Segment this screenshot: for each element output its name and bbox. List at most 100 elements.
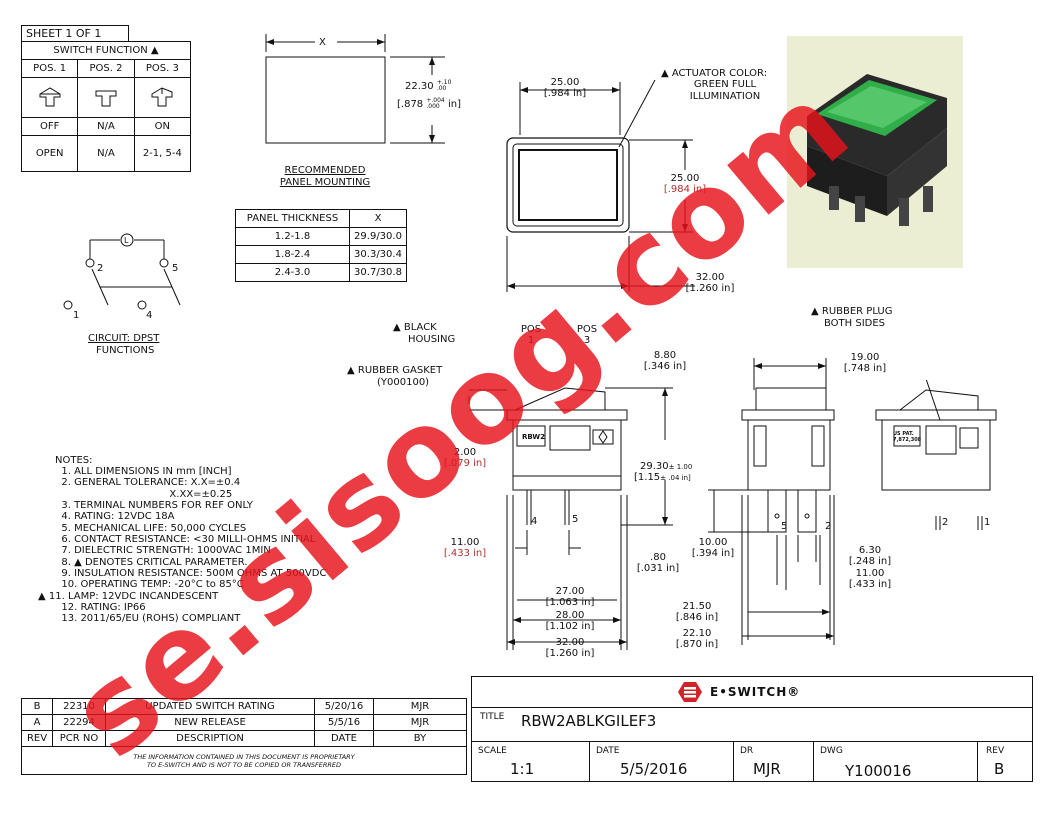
pos1-circuit: OPEN	[20, 135, 79, 172]
note-line: 1. ALL DIMENSIONS IN mm [INCH]	[55, 466, 232, 477]
circuit-t1: 1	[73, 310, 80, 321]
circuit-caption-2: FUNCTIONS	[96, 345, 155, 356]
rubber-gasket-note: ▲ RUBBER GASKET	[347, 365, 443, 376]
dim-11-00: 11.00	[450, 537, 480, 548]
actuator-note-2: GREEN FULL	[693, 79, 757, 90]
dwg-label: DWG	[820, 746, 843, 756]
dim-11-00-end-in: [.433 in]	[848, 579, 892, 590]
rev-header: REV	[21, 730, 53, 747]
note-line: 7. DIELECTRIC STRENGTH: 1000VAC 1MIN	[55, 545, 271, 556]
end-view-drawing	[708, 358, 835, 645]
scale-label: SCALE	[478, 746, 507, 756]
dim-11-00-end: 11.00	[855, 568, 885, 579]
end-term2: 2	[825, 521, 832, 532]
panel-height: 22.30 +.10.00	[405, 79, 452, 93]
rubber-plug-note-2: BOTH SIDES	[824, 318, 886, 329]
dim-11-00-in: [.433 in]	[443, 548, 487, 559]
panel-table-cell: 1.2-1.8	[235, 227, 350, 246]
note-line: 8. ▲ DENOTES CRITICAL PARAMETER.	[55, 557, 248, 568]
panel-table-header-x: X	[349, 209, 407, 228]
dwg-value: Y100016	[845, 762, 912, 780]
note-line: ▲ 11. LAMP: 12VDC INCANDESCENT	[38, 591, 219, 602]
title-block-brand-row	[471, 676, 1033, 708]
revision-table: B 22310 UPDATED SWITCH RATING 5/20/16 MJ…	[21, 698, 467, 775]
dim-28-00-in: [1.102 in]	[545, 621, 595, 632]
note-line: 6. CONTACT RESISTANCE: <30 MILLI-OHMS IN…	[55, 534, 316, 545]
rear-term2: 2	[942, 517, 949, 528]
circuit-t5: 5	[172, 263, 179, 274]
note-line: 4. RATING: 12VDC 18A	[55, 511, 175, 522]
panel-x-label: X	[319, 37, 326, 48]
rev-cell: A	[21, 714, 53, 731]
panel-table-header-thickness: PANEL THICKNESS	[235, 209, 350, 228]
pos2-state: N/A	[77, 117, 135, 136]
dim-2-00-in: [.079 in]	[443, 458, 487, 469]
pos3-label: POS	[576, 324, 598, 335]
dr-cell	[734, 742, 814, 782]
circuit-t2: 2	[97, 263, 104, 274]
switch-function-table: SWITCH FUNCTION ▲ POS. 1 POS. 2 POS. 3 O…	[20, 41, 192, 172]
note-line: NOTES:	[55, 455, 93, 466]
pos2-circuit: N/A	[77, 135, 135, 172]
rear-term1: 1	[984, 517, 991, 528]
rev-cell: NEW RELEASE	[105, 714, 315, 731]
product-photo	[787, 36, 963, 268]
actuator-note-3: ILLUMINATION	[689, 91, 761, 102]
black-housing-note: ▲ BLACK	[393, 322, 437, 333]
actuator-note: ▲ ACTUATOR COLOR:	[661, 68, 768, 79]
rubber-gasket-note-2: (Y000100)	[377, 377, 430, 388]
rev-cell: B	[21, 698, 53, 715]
front-overall-dim-in: [1.260 in]	[685, 283, 735, 294]
dim-22-10-in: [.870 in]	[675, 639, 719, 650]
circuit-diagram	[63, 233, 181, 310]
pos3-state: ON	[133, 117, 192, 136]
brand-name: E•SWITCH®	[710, 685, 801, 699]
panel-table-cell: 30.7/30.8	[349, 263, 407, 282]
note-line: 5. MECHANICAL LIFE: 50,000 CYCLES	[55, 523, 247, 534]
dr-label: DR	[740, 746, 754, 756]
pos1-label-2: 1	[527, 335, 535, 346]
circuit-t4: 4	[146, 310, 153, 321]
date-label: DATE	[596, 746, 620, 756]
rev-cell: 5/20/16	[314, 698, 374, 715]
front-width-dim: 25.00	[550, 77, 580, 88]
dim-8-80-in: [.346 in]	[643, 361, 687, 372]
side-view-drawing	[468, 387, 673, 650]
dim-8-80: 8.80	[653, 350, 677, 361]
rev-label: REV	[986, 746, 1005, 756]
dim-29-30-in: [1.15± .04 in]	[634, 472, 691, 483]
date-value: 5/5/2016	[620, 760, 688, 778]
pos3-label-2: 3	[583, 335, 591, 346]
dim-27-00: 27.00	[555, 586, 585, 597]
dim-32-00: 32.00	[555, 637, 585, 648]
rocker-pos3-icon	[133, 77, 192, 118]
dim-32-00-in: [1.260 in]	[545, 648, 595, 659]
dim-10-00-in: [.394 in]	[691, 548, 735, 559]
rev-cell: UPDATED SWITCH RATING	[105, 698, 315, 715]
dim-22-10: 22.10	[682, 628, 712, 639]
pos1-state: OFF	[20, 117, 79, 136]
panel-mounting-title-2: PANEL MOUNTING	[279, 177, 371, 188]
end-term5: 5	[781, 521, 788, 532]
rocker-pos1-icon	[20, 77, 79, 118]
sheet-label: SHEET 1 OF 1	[26, 27, 102, 40]
note-line: 9. INSULATION RESISTANCE: 500M OHMS AT 5…	[55, 568, 327, 579]
dim-10-00: 10.00	[698, 537, 728, 548]
panel-table-cell: 30.3/30.4	[349, 245, 407, 264]
note-line: 10. OPERATING TEMP: -20°C to 85°C	[55, 579, 244, 590]
date-cell	[590, 742, 734, 782]
rev-value: B	[994, 760, 1005, 778]
side-term4: 4	[531, 516, 538, 527]
side-rbw2-label: RBW2	[522, 433, 545, 441]
rubber-plug-note: ▲ RUBBER PLUG	[811, 306, 893, 317]
rev-header: BY	[373, 730, 467, 747]
rev-cell: 22294	[52, 714, 106, 731]
dim-29-30: 29.30± 1.00	[640, 461, 693, 472]
rev-header: DATE	[314, 730, 374, 747]
scale-value: 1:1	[510, 760, 535, 778]
dim-2-00: 2.00	[453, 447, 477, 458]
pos2-header: POS. 2	[77, 59, 135, 78]
switch-function-title: SWITCH FUNCTION ▲	[21, 41, 191, 60]
title-block	[471, 676, 1033, 782]
